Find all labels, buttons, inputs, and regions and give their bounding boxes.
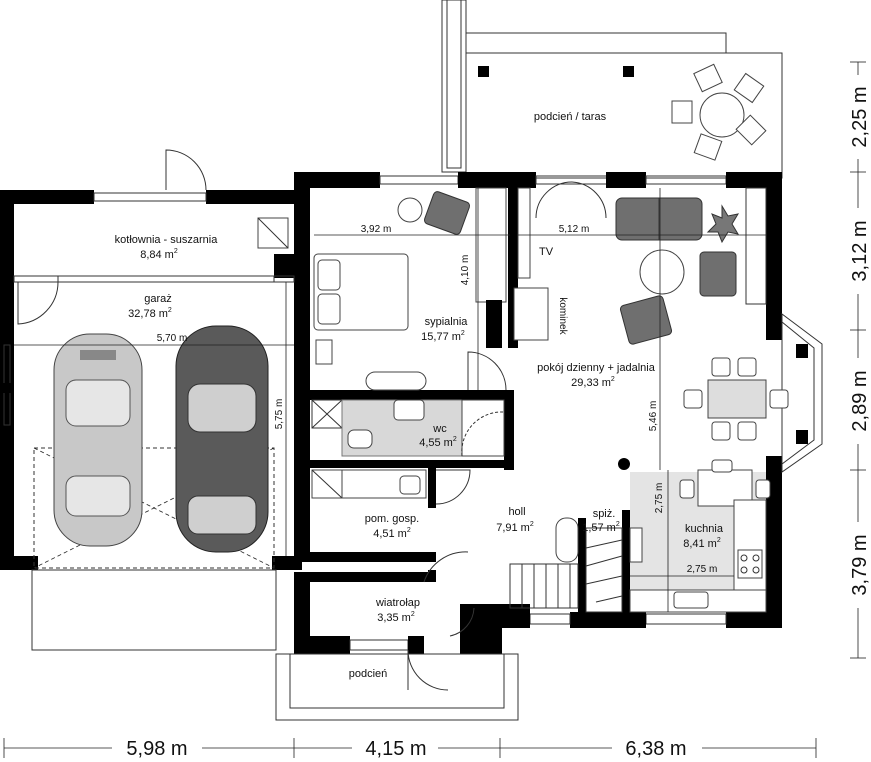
utility-label: pom. gosp. xyxy=(365,513,419,525)
garage-area: 32,78 m xyxy=(128,308,168,320)
hall-label: holl xyxy=(508,506,525,518)
room-labels: podcień / taras kotłownia - suszarnia 8,… xyxy=(115,111,724,680)
garage-label: garaż xyxy=(144,293,172,305)
dim-kitchen-depth: 2,75 m xyxy=(654,483,665,514)
svg-text:7,91 m2: 7,91 m2 xyxy=(496,521,534,534)
dim-living-width: 5,12 m xyxy=(559,224,590,235)
living-area: 29,33 m xyxy=(571,377,611,389)
svg-text:15,77 m2: 15,77 m2 xyxy=(421,330,465,343)
utility-area: 4,51 m xyxy=(373,528,407,540)
wc-area: 4,55 m xyxy=(419,437,453,449)
overall-dims-right: 2,25 m 3,12 m 2,89 m 3,79 m xyxy=(848,61,871,659)
vestibule-area: 3,35 m xyxy=(377,612,411,624)
overall-depth-terrace: 2,25 m xyxy=(849,86,871,147)
fireplace-label: kominek xyxy=(557,297,568,335)
overall-width-right: 6,38 m xyxy=(625,738,686,760)
dim-garage-width: 5,70 m xyxy=(157,333,188,344)
dim-bedroom-depth: 4,10 m xyxy=(460,255,471,286)
terrace-area xyxy=(441,0,783,179)
overall-depth-kitchen: 3,79 m xyxy=(849,534,871,595)
svg-text:1,57 m2: 1,57 m2 xyxy=(582,521,620,534)
pantry-label: spiż. xyxy=(593,508,616,520)
overall-width-garage: 5,98 m xyxy=(126,738,187,760)
pantry-area: 1,57 m xyxy=(582,522,616,534)
terrace-label: podcień / taras xyxy=(534,111,607,123)
kitchen-label: kuchnia xyxy=(685,523,724,535)
overall-dims-bottom: 5,98 m 4,15 m 6,38 m xyxy=(3,738,817,760)
kitchen-area: 8,41 m xyxy=(683,538,717,550)
svg-text:4,55 m2: 4,55 m2 xyxy=(419,436,457,449)
svg-text:3,35 m2: 3,35 m2 xyxy=(377,611,415,624)
service-rooms xyxy=(311,399,771,613)
garage-block xyxy=(0,149,310,651)
boiler-label: kotłownia - suszarnia xyxy=(115,234,219,246)
svg-text:29,33 m2: 29,33 m2 xyxy=(571,376,615,389)
dim-bedroom-width: 3,92 m xyxy=(361,224,392,235)
svg-text:32,78 m2: 32,78 m2 xyxy=(128,307,172,320)
bedroom-furniture xyxy=(313,187,507,391)
svg-text:8,41 m2: 8,41 m2 xyxy=(683,537,721,550)
dim-kitchen-width: 2,75 m xyxy=(687,564,718,575)
boiler-area: 8,84 m xyxy=(140,249,174,261)
overall-depth-dining: 2,89 m xyxy=(849,370,871,431)
bedroom-label: sypialnia xyxy=(425,316,469,328)
hall-area: 7,91 m xyxy=(496,522,530,534)
interior-dimensions xyxy=(14,188,766,612)
tv-label: TV xyxy=(539,246,554,258)
dim-garage-depth: 5,75 m xyxy=(274,399,285,430)
bedroom-area: 15,77 m xyxy=(421,331,461,343)
overall-width-middle: 4,15 m xyxy=(365,738,426,760)
wc-label: wc xyxy=(432,423,447,435)
house-walls xyxy=(275,172,823,721)
porch-label: podcień xyxy=(349,668,388,680)
vestibule-doors xyxy=(407,551,475,691)
vestibule-label: wiatrołap xyxy=(375,597,420,609)
overall-depth-bedroom: 3,12 m xyxy=(849,220,871,281)
svg-text:4,51 m2: 4,51 m2 xyxy=(373,527,411,540)
dim-living-depth: 5,46 m xyxy=(648,401,659,432)
staircase xyxy=(509,517,623,613)
dimension-labels: 5,70 m 5,75 m 3,92 m 4,10 m 5,12 m 5,46 … xyxy=(157,224,718,575)
svg-text:8,84 m2: 8,84 m2 xyxy=(140,248,178,261)
living-furniture xyxy=(486,181,789,470)
living-label: pokój dzienny + jadalnia xyxy=(537,362,656,374)
